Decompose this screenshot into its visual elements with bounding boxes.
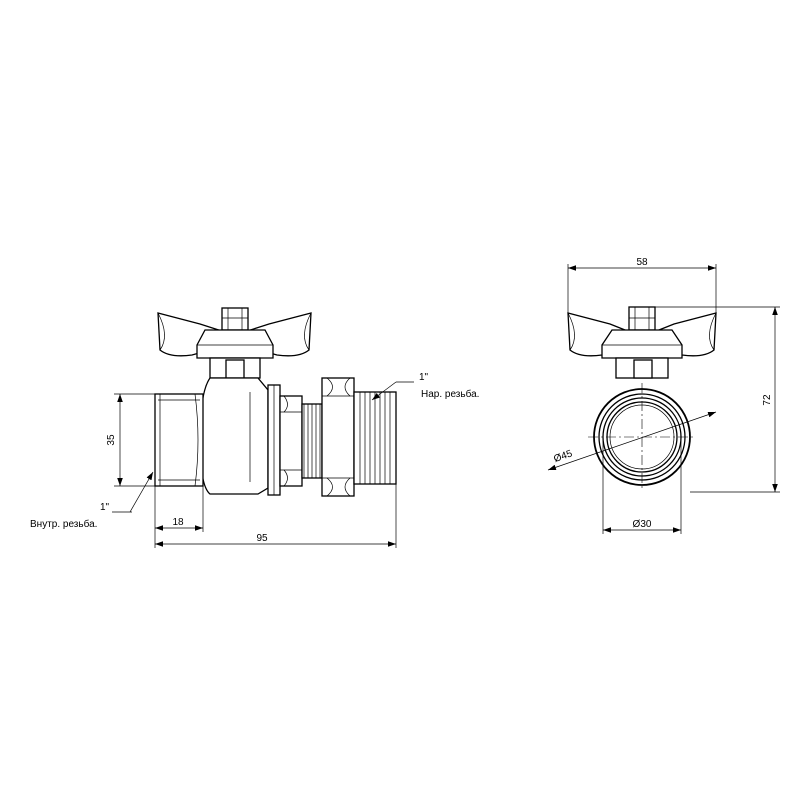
thread-type-right: Нар. резьба. (421, 388, 479, 400)
dim-thread-length: 18 (154, 486, 204, 548)
union-nut (279, 377, 355, 497)
dim-total-length-label: 95 (256, 533, 268, 544)
thread-size-right: 1" (419, 372, 429, 383)
dim-inner-diameter-label: Ø30 (633, 519, 652, 530)
dim-height: 35 (106, 393, 155, 487)
dim-height-label: 35 (106, 434, 117, 446)
dim-handle-width-label: 58 (636, 257, 648, 268)
dim-thread-length-label: 18 (172, 517, 184, 528)
side-view: 35 18 95 1" Внутр. резьба. 1" Нар. ре (30, 307, 479, 548)
dim-outer-diameter: Ø45 (547, 411, 717, 471)
leader-external-thread: 1" Нар. резьба. (371, 372, 479, 401)
dim-inner-diameter: Ø30 (602, 437, 682, 534)
end-view-handle (567, 306, 717, 379)
valve-body (154, 377, 281, 496)
dim-total-height: 72 (655, 306, 780, 493)
leader-internal-thread: 1" Внутр. резьба. (30, 471, 154, 530)
end-view-body (588, 383, 696, 491)
butterfly-handle (157, 307, 312, 379)
dim-total-height-label: 72 (762, 394, 773, 406)
dim-total-length: 95 (155, 484, 397, 548)
male-thread-end (353, 391, 397, 485)
thread-type-left: Внутр. резьба. (30, 518, 97, 530)
dim-handle-width: 58 (567, 257, 717, 313)
thread-size-left: 1" (100, 502, 110, 513)
end-view: 58 72 Ø45 Ø30 (547, 257, 780, 534)
